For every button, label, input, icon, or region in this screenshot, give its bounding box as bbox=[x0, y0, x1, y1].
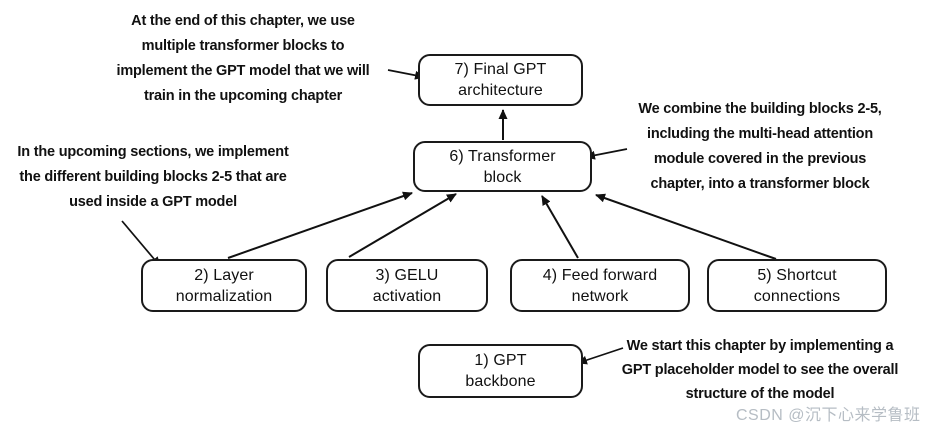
arrow-layer-norm-to-transformer bbox=[227, 191, 413, 259]
watermark: CSDN @沉下心来学鲁班 bbox=[736, 407, 921, 424]
annotation-bottom-right: We start this chapter by implementing a … bbox=[621, 338, 899, 402]
node-gpt-backbone: 1) GPT backbone bbox=[418, 344, 583, 398]
node-shortcut-connections: 5) Shortcut connections bbox=[707, 259, 887, 312]
annotation-top-left: At the end of this chapter, we use multi… bbox=[116, 13, 370, 104]
arrow-shortcut-to-transformer bbox=[595, 193, 777, 260]
annotation-right: We combine the building blocks 2-5, incl… bbox=[638, 101, 882, 192]
arrow-note-to-gpt-backbone bbox=[577, 347, 624, 365]
arrow-note-to-layer-norm bbox=[121, 220, 161, 267]
arrow-feed-forward-to-transformer bbox=[541, 195, 579, 259]
node-final-gpt-architecture: 7) Final GPT architecture bbox=[418, 54, 583, 106]
node-gelu-activation: 3) GELU activation bbox=[326, 259, 488, 312]
annotation-left: In the upcoming sections, we implement t… bbox=[17, 144, 289, 210]
node-feed-forward-network: 4) Feed forward network bbox=[510, 259, 690, 312]
node-layer-normalization: 2) Layer normalization bbox=[141, 259, 307, 312]
arrow-note-to-transformer-block bbox=[585, 148, 628, 160]
arrow-gelu-to-transformer bbox=[348, 193, 457, 258]
node-transformer-block: 6) Transformer block bbox=[413, 141, 592, 192]
